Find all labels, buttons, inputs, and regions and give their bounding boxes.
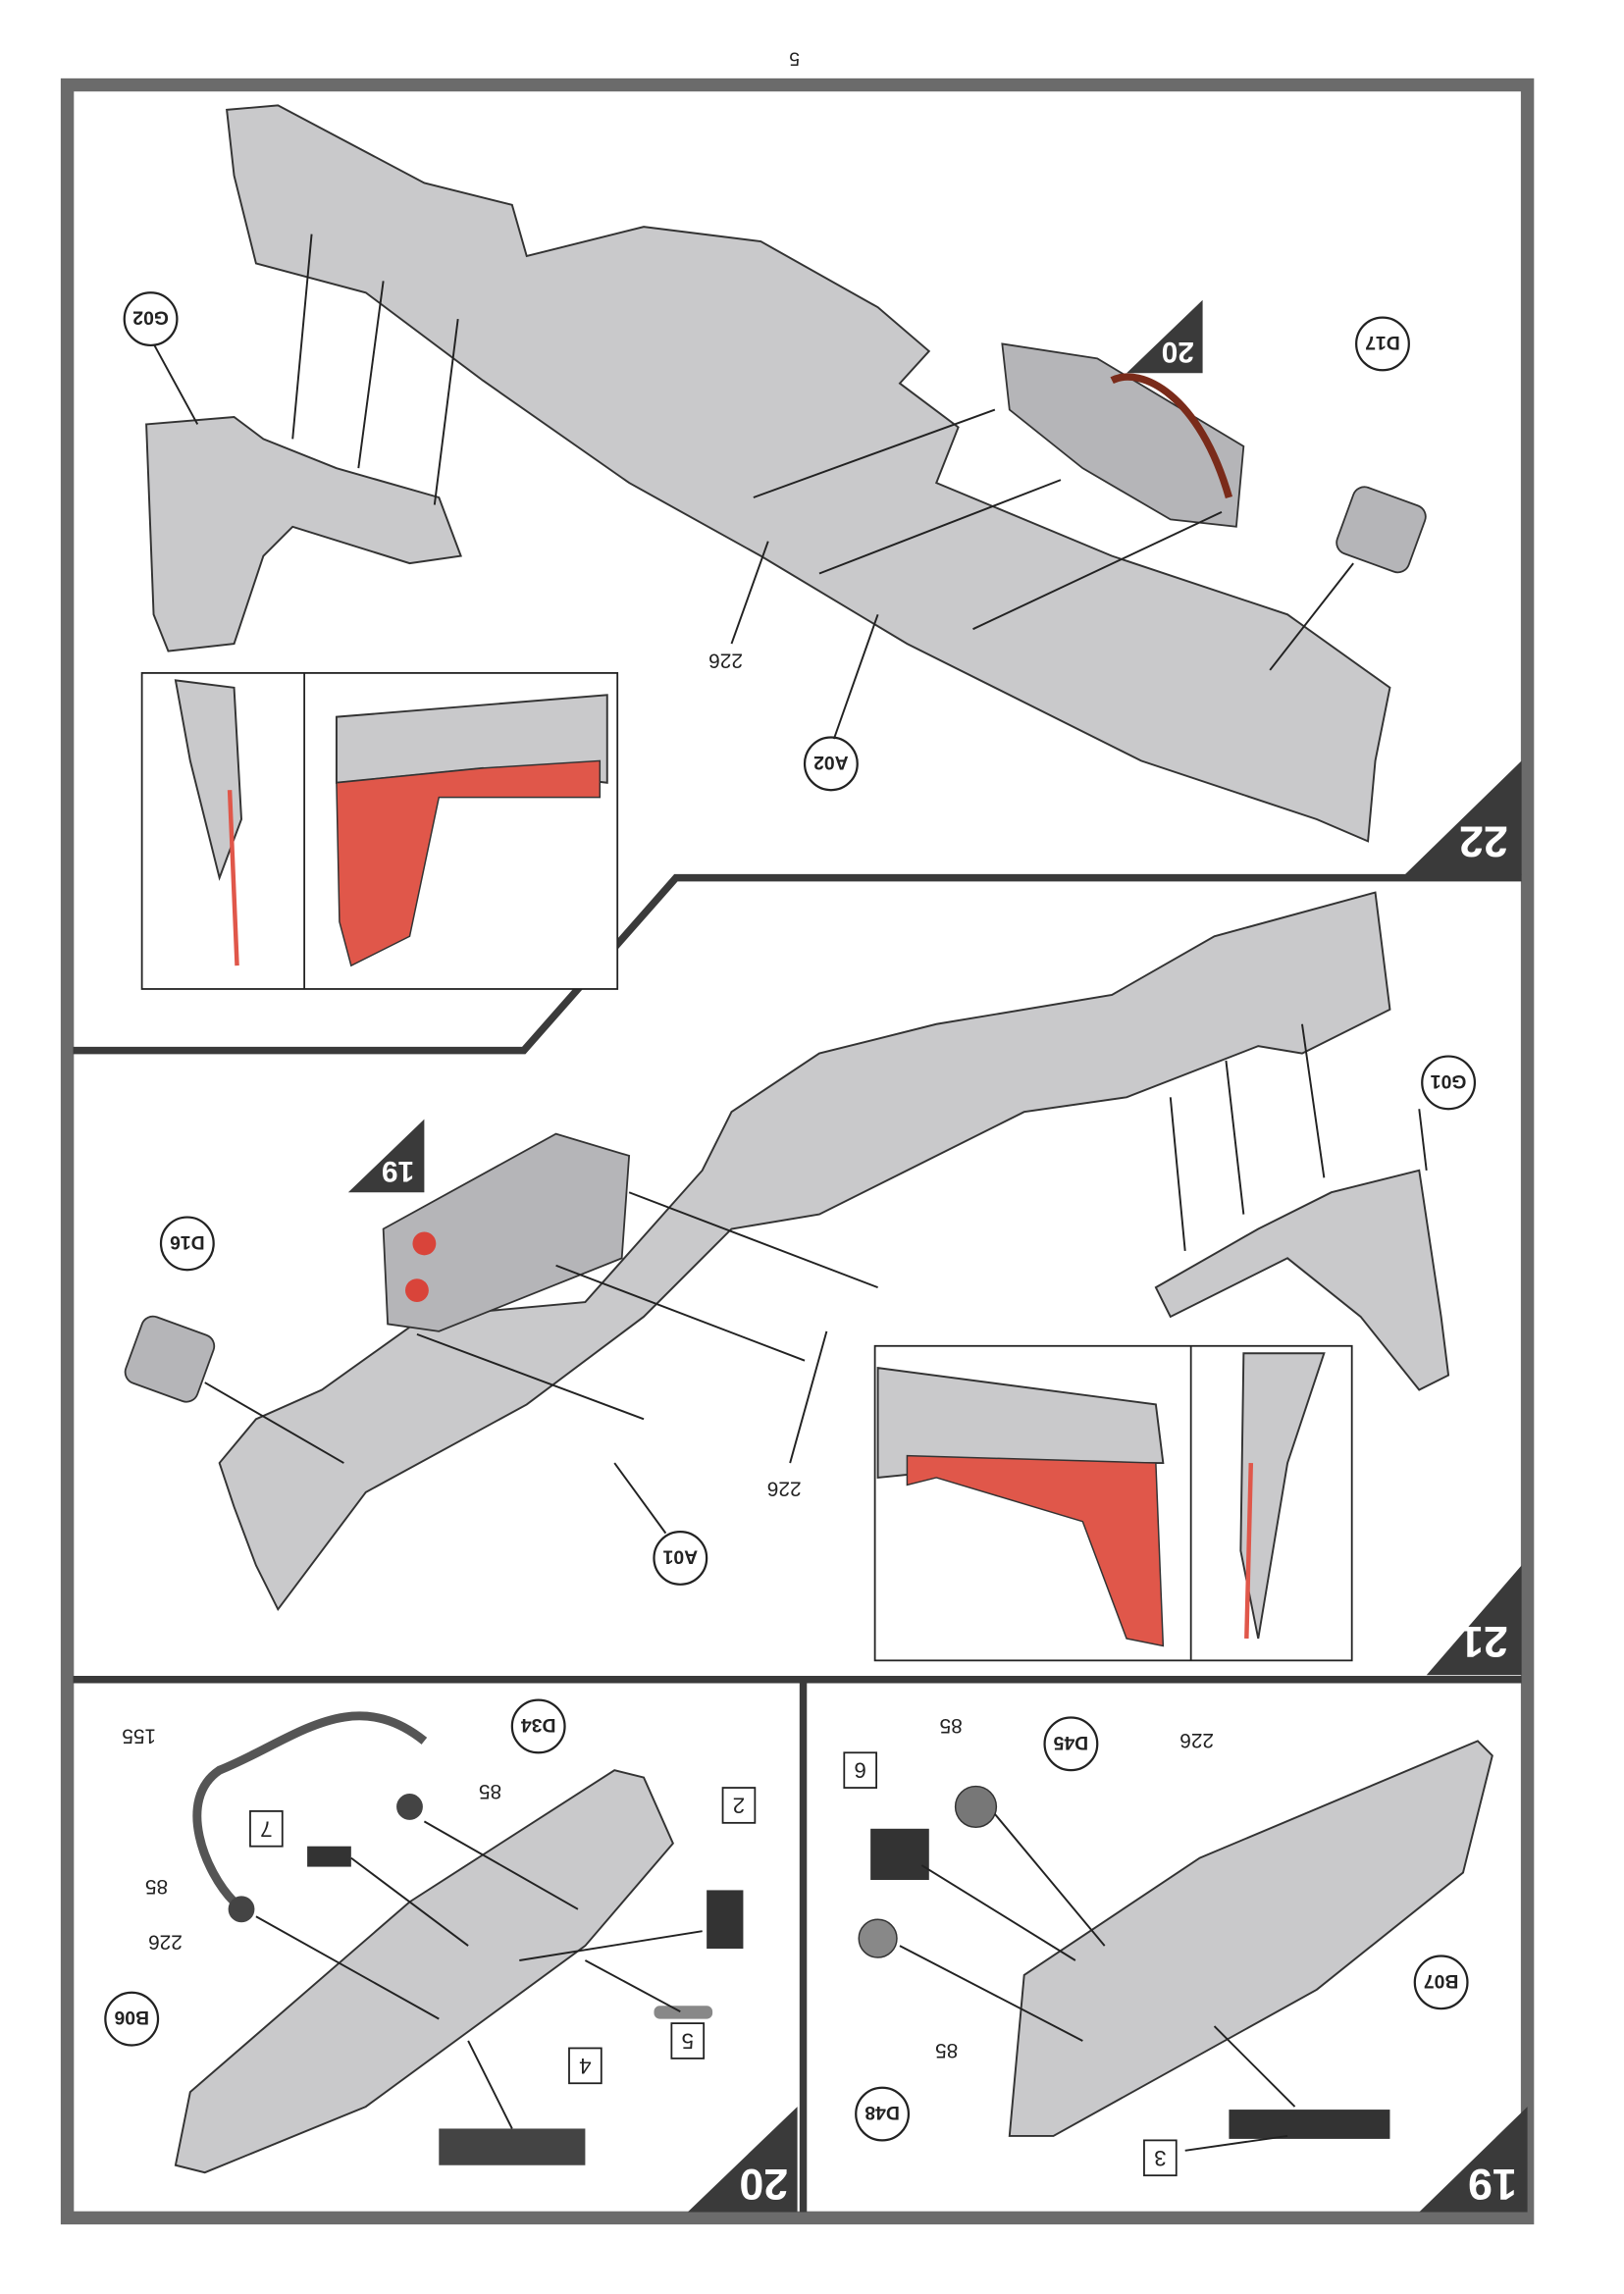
arrow [357,281,385,469]
decal-2-image [707,1890,744,1950]
decal-number-5: 5 [682,2029,694,2054]
leader [152,342,199,425]
fuselage-half-a02 [226,104,1391,843]
paint-ref-85: 85 [479,1780,501,1802]
ref-step-20: 20 [1162,336,1194,368]
step-19-panel: 19 D45 B07 D48 226 85 85 6 3 [843,1714,1528,2213]
cockpit-sidewall-b06 [174,1769,674,2174]
rudder-g01 [1154,1169,1450,1391]
decal-4-image [439,2128,586,2165]
paint-ref-85: 85 [935,2039,958,2061]
step-21-panel: 21 19 D16 G01 A01 226 [124,891,1522,1676]
callout-a02: A02 [813,752,849,773]
paint-ref-226: 226 [1179,1729,1214,1751]
rudder-g02 [145,415,462,652]
arrow [818,479,1062,575]
arrow [753,408,996,498]
decal-number-3: 3 [1154,2146,1166,2170]
page-number: 5 [789,48,800,70]
part-d16 [124,1315,216,1403]
paint-ref-226: 226 [708,650,743,672]
decal-number-7: 7 [260,1816,272,1841]
callout-a01: A01 [662,1546,698,1568]
fuselage-half-a01 [218,891,1391,1611]
arrow [291,234,313,440]
callout-b07: B07 [1424,1970,1459,1992]
callout-d48: D48 [864,2102,900,2123]
callout-b06: B06 [114,2007,149,2028]
part-d45 [954,1785,998,1829]
callout-g02: G02 [132,307,169,329]
callout-circle [123,291,179,347]
hose-detail [1110,373,1233,499]
paint-area-red [336,759,602,967]
paint-area-red [906,1454,1165,1647]
arrow [1269,562,1354,671]
step-22-panel: 22 20 G02 D17 A02 226 [123,104,1522,990]
arrow [972,511,1223,631]
decal-7-image [307,1846,351,1867]
decal-6-image [870,1828,929,1880]
part-d17 [1336,486,1427,574]
callout-d17: D17 [1365,332,1400,353]
paint-ref-85: 85 [940,1714,963,1737]
paint-ref-155: 155 [122,1724,156,1747]
arrow [433,318,459,505]
decal-5-image [654,2006,713,2019]
sidewall-part [1001,342,1245,528]
cockpit-sidewall-b07 [1008,1740,1493,2137]
oxygen-hose-part [192,1711,428,1905]
step-number-19: 19 [1468,2160,1517,2208]
paint-ref-226: 226 [148,1931,183,1954]
paint-ref-85: 85 [145,1875,168,1898]
step-number-20: 20 [739,2160,788,2208]
decal-number-6: 6 [854,1758,865,1783]
step-number-22: 22 [1459,816,1508,864]
callout-d45: D45 [1053,1732,1088,1753]
callout-d34: D34 [521,1714,556,1736]
decal-number-2: 2 [733,1793,745,1817]
paint-ref-226: 226 [767,1477,802,1499]
part-d48 [858,1918,898,1958]
arrow [1169,1097,1186,1251]
decal-3-image [1229,2110,1390,2139]
callout-g01: G01 [1431,1070,1467,1092]
sidewall-part [382,1132,631,1332]
callout-d16: D16 [170,1231,205,1253]
step-number-21: 21 [1459,1617,1508,1665]
step-20-panel: 20 D34 B06 226 85 85 155 2 7 5 4 [104,1698,798,2213]
page-frame [60,78,1535,2225]
decal-number-4: 4 [579,2054,591,2078]
ref-step-19: 19 [382,1155,414,1187]
ref-badge [1126,299,1203,374]
